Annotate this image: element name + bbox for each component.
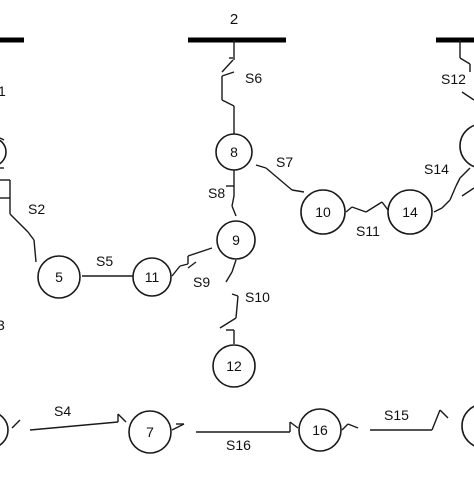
node-partial-right-top — [459, 124, 474, 168]
node-16-label: 16 — [312, 422, 328, 438]
switch-s7: S7 — [255, 154, 305, 193]
node-8-label: 8 — [230, 144, 238, 160]
node-12: 12 — [212, 344, 256, 388]
node-9-label: 9 — [232, 232, 240, 248]
switch-s7-label: S7 — [276, 154, 293, 170]
switch-s11-label: S11 — [356, 223, 380, 239]
node-8: 8 — [215, 133, 253, 171]
node-12-label: 12 — [226, 358, 242, 374]
switch-s10-label: S10 — [245, 289, 270, 305]
bus-2: 2 — [188, 11, 286, 43]
edge-label-3: 3 — [0, 317, 5, 333]
node-10: 10 — [300, 189, 346, 235]
switch-s15-label: S15 — [384, 407, 409, 423]
node-11: 11 — [132, 257, 172, 297]
switch-s15: S15 — [341, 407, 449, 431]
switch-s6-label: S6 — [245, 70, 262, 86]
switch-s2: S2 — [0, 179, 45, 263]
left-feeder — [0, 137, 5, 169]
switch-s2-label: S2 — [28, 201, 45, 217]
edge-label-1: 1 — [0, 83, 6, 99]
switch-s8-label: S8 — [208, 185, 225, 201]
node-11-label: 11 — [145, 269, 160, 285]
node-5-label: 5 — [55, 269, 63, 285]
node-5: 5 — [37, 255, 81, 299]
switch-s10: S10 — [219, 259, 270, 344]
switch-s9-label: S9 — [193, 274, 210, 290]
node-14-label: 14 — [402, 204, 418, 220]
switch-s5: S5 — [82, 253, 134, 277]
node-7: 7 — [128, 410, 172, 454]
switch-s8: S8 — [208, 170, 237, 217]
switch-s14: S14 — [424, 161, 474, 213]
node-10-label: 10 — [315, 204, 331, 220]
node-9: 9 — [216, 220, 256, 260]
node-partial-left-top — [0, 139, 7, 165]
switch-s16-label: S16 — [226, 437, 251, 453]
switch-s4: S4 — [11, 403, 127, 431]
switch-s11: S11 — [345, 201, 389, 239]
switch-s6: S6 — [221, 40, 262, 134]
node-partial-left-bottom — [0, 414, 9, 446]
node-partial-right-bottom — [461, 405, 474, 447]
switch-s16: S16 — [171, 421, 299, 453]
switch-s12: S12 — [441, 40, 474, 101]
switch-s9: S9 — [171, 247, 213, 290]
bus-2-label: 2 — [230, 11, 238, 28]
node-16: 16 — [298, 408, 342, 452]
switch-s12-label: S12 — [441, 71, 466, 87]
node-14: 14 — [387, 189, 433, 235]
switch-s5-label: S5 — [96, 253, 113, 269]
node-7-label: 7 — [146, 424, 154, 440]
switch-s4-label: S4 — [54, 403, 71, 419]
switch-s14-label: S14 — [424, 161, 449, 177]
